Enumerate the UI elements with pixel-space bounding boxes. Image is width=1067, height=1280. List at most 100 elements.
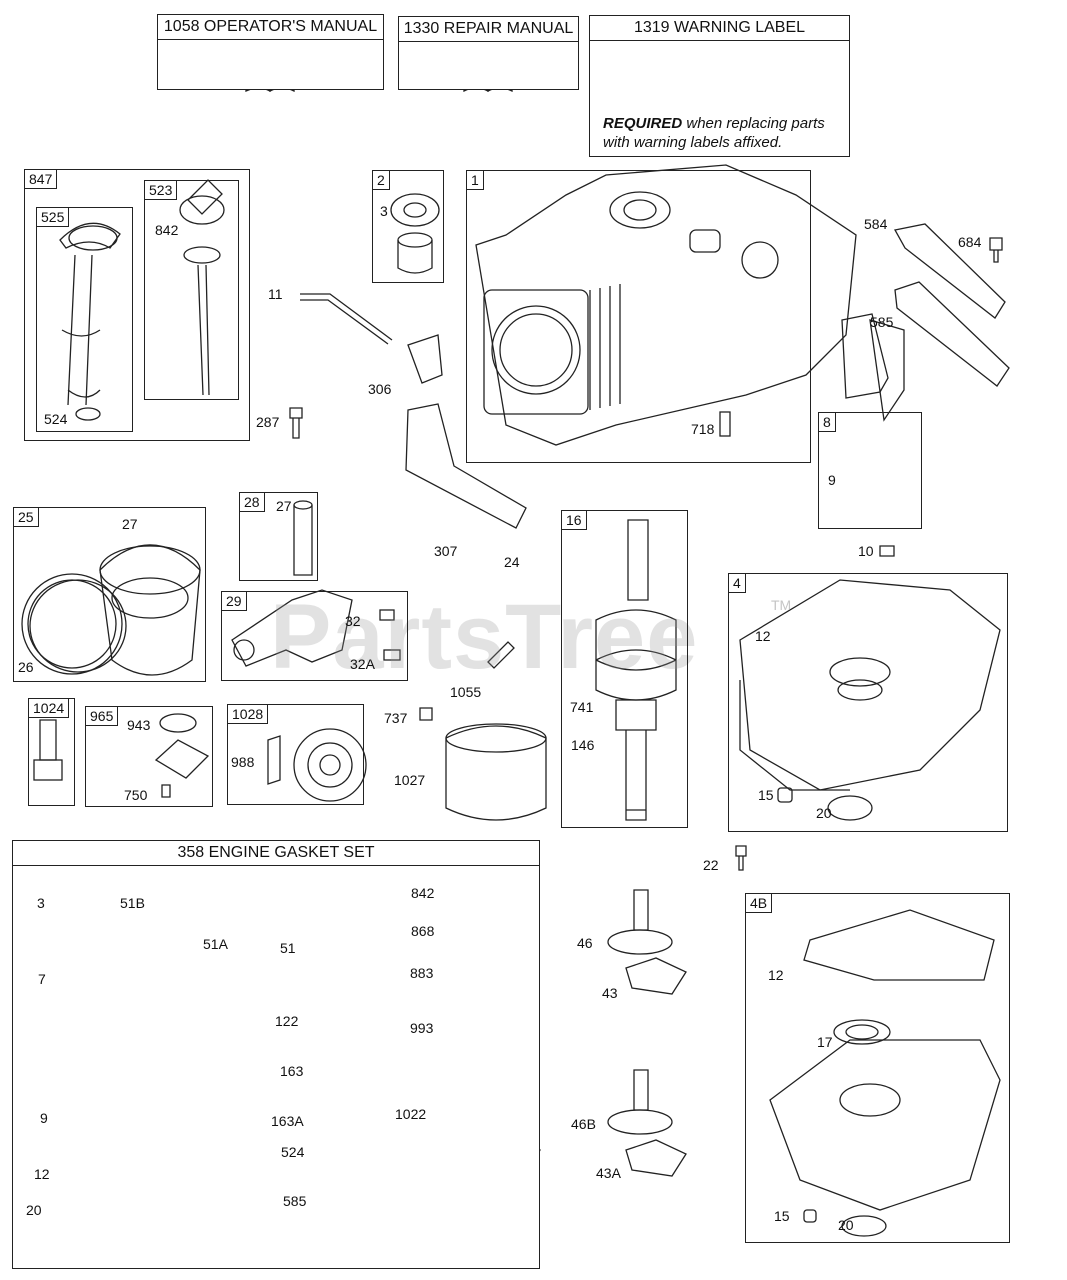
box-523: [144, 180, 239, 400]
box-tag-847: 847: [24, 169, 58, 189]
box-tag-4: 4: [728, 573, 746, 593]
callout-4B-20: 20: [838, 1217, 854, 1233]
watermark-trademark: TM: [771, 597, 792, 613]
box-28: [239, 492, 318, 581]
callout-gasket-585: 585: [283, 1193, 307, 1209]
callout-46B: 46B: [571, 1116, 596, 1132]
callout-gasket-12: 12: [34, 1166, 50, 1182]
warning-label-title: 1319 WARNING LABEL: [590, 16, 849, 41]
box-tag-2: 2: [372, 170, 390, 190]
callout-43: 43: [602, 985, 618, 1001]
callout-51B: 51B: [120, 895, 145, 911]
callout-46: 46: [577, 935, 593, 951]
callout-24: 24: [504, 554, 520, 570]
callout-684: 684: [958, 234, 982, 250]
box-tag-1028: 1028: [227, 704, 269, 724]
box-tag-28: 28: [239, 492, 265, 512]
callout-988: 988: [231, 754, 255, 770]
callout-4B-15: 15: [774, 1208, 790, 1224]
box-847: [24, 169, 250, 441]
operators-manual-box: 1058 OPERATOR'S MANUAL: [157, 14, 384, 90]
callout-750: 750: [124, 787, 148, 803]
callout-287: 287: [256, 414, 280, 430]
callout-gasket-524: 524: [281, 1144, 305, 1160]
callout-943: 943: [127, 717, 151, 733]
callout-868: 868: [411, 923, 435, 939]
watermark: PartsTree: [270, 586, 699, 688]
callout-146: 146: [571, 737, 595, 753]
required-text: when replacing parts with warning labels…: [603, 115, 825, 151]
callout-27-pin: 27: [276, 498, 292, 514]
warning-sticker-title: WARNING: [682, 45, 736, 57]
callout-585: 585: [870, 314, 894, 330]
box-tag-4B: 4B: [745, 893, 773, 913]
callout-22: 22: [703, 857, 719, 873]
callout-163A: 163A: [271, 1113, 304, 1129]
callout-3: 3: [380, 203, 388, 219]
callout-1055: 1055: [450, 684, 482, 700]
box-tag-1: 1: [466, 170, 484, 190]
box-tag-16: 16: [561, 510, 587, 530]
callout-1022: 1022: [395, 1106, 427, 1122]
callout-163: 163: [280, 1063, 304, 1079]
callout-993: 993: [410, 1020, 434, 1036]
box-525: [36, 207, 133, 432]
callout-gasket-3: 3: [37, 895, 45, 911]
box-29: [221, 591, 408, 681]
callout-20: 20: [816, 805, 832, 821]
required-note: REQUIRED when replacing parts with warni…: [603, 114, 843, 152]
box-8: [818, 412, 922, 529]
box-1028: [227, 704, 364, 805]
required-word: REQUIRED: [603, 115, 683, 132]
callout-gasket-20: 20: [26, 1202, 42, 1218]
callout-10: 10: [858, 543, 874, 559]
callout-122: 122: [275, 1013, 299, 1029]
callout-51: 51: [280, 940, 296, 956]
callout-32A: 32A: [350, 656, 375, 672]
box-1: [466, 170, 811, 463]
operators-manual-title: 1058 OPERATOR'S MANUAL: [158, 15, 383, 40]
box-2: [372, 170, 444, 283]
engine-gasket-set-title: 358 ENGINE GASKET SET: [13, 841, 539, 866]
callout-842: 842: [155, 222, 179, 238]
box-4: [728, 573, 1008, 832]
callout-32: 32: [345, 613, 361, 629]
callout-gasket-9: 9: [40, 1110, 48, 1126]
callout-883: 883: [410, 965, 434, 981]
callout-51A: 51A: [203, 936, 228, 952]
callout-718: 718: [691, 421, 715, 437]
box-tag-8: 8: [818, 412, 836, 432]
box-tag-523: 523: [144, 180, 178, 200]
callout-9: 9: [828, 472, 836, 488]
callout-gasket-842: 842: [411, 885, 435, 901]
callout-11: 11: [268, 286, 283, 302]
callout-12: 12: [755, 628, 771, 644]
box-4B: [745, 893, 1010, 1243]
callout-43A: 43A: [596, 1165, 621, 1181]
callout-741: 741: [570, 699, 594, 715]
box-25: [13, 507, 206, 682]
box-tag-965: 965: [85, 706, 119, 726]
box-16: [561, 510, 688, 828]
callout-4B-12: 12: [768, 967, 784, 983]
callout-26: 26: [18, 659, 34, 675]
box-tag-525: 525: [36, 207, 70, 227]
repair-manual-box: 1330 REPAIR MANUAL: [398, 16, 579, 90]
callout-15: 15: [758, 787, 774, 803]
callout-1027: 1027: [394, 772, 426, 788]
repair-manual-title: 1330 REPAIR MANUAL: [399, 17, 578, 42]
box-tag-29: 29: [221, 591, 247, 611]
callout-524: 524: [44, 411, 68, 427]
box-tag-25: 25: [13, 507, 39, 527]
callout-306: 306: [368, 381, 392, 397]
box-tag-1024: 1024: [28, 698, 70, 718]
engine-gasket-set-box: 358 ENGINE GASKET SET: [12, 840, 540, 1269]
box-965: [85, 706, 213, 807]
warning-label-box: 1319 WARNING LABEL: [589, 15, 850, 157]
callout-7: 7: [38, 971, 46, 987]
callout-737: 737: [384, 710, 408, 726]
callout-584: 584: [864, 216, 888, 232]
callout-17: 17: [817, 1034, 833, 1050]
callout-307: 307: [434, 543, 458, 559]
callout-27: 27: [122, 516, 138, 532]
